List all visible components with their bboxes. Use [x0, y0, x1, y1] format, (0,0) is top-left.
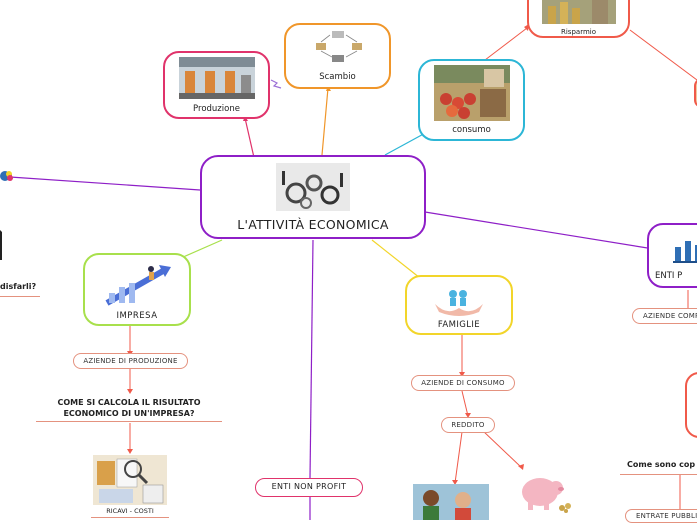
- central-title: L'ATTIVITÀ ECONOMICA: [237, 217, 389, 232]
- ricavi-costi-label: RICAVI - COSTI: [106, 507, 154, 515]
- risparmio-label: Risparmio: [561, 28, 596, 36]
- enti-non-profit-label: ENTI NON PROFIT: [271, 482, 347, 491]
- node-famiglie[interactable]: FAMIGLIE: [405, 275, 513, 335]
- soddisfarli-underline: [0, 296, 40, 297]
- node-scambio[interactable]: Scambio: [284, 23, 391, 89]
- produzione-label: Produzione: [193, 104, 240, 114]
- scambio-label: Scambio: [319, 72, 356, 82]
- people-image: [413, 484, 489, 520]
- come-sono-cop-underline: [620, 474, 697, 475]
- node-produzione[interactable]: Produzione: [163, 51, 270, 119]
- soddisfarli-label[interactable]: disfarli?: [0, 282, 37, 291]
- node-impresa[interactable]: IMPRESA: [83, 253, 191, 326]
- factory-image: [179, 57, 255, 99]
- node-risparmio[interactable]: Risparmio: [527, 0, 630, 38]
- entrate-pubbli-pill[interactable]: ENTRATE PUBBLI: [625, 509, 697, 523]
- come-si-calcola-label[interactable]: COME SI CALCOLA IL RISULTATO ECONOMICO D…: [36, 397, 222, 422]
- growth-image: [103, 259, 173, 307]
- left-edge-icon: [0, 168, 14, 184]
- piggy-bank-image: [512, 470, 572, 514]
- consumo-label: consumo: [452, 125, 491, 135]
- impresa-label: IMPRESA: [116, 311, 158, 321]
- ricavi-costi-underline: [91, 517, 169, 518]
- node-consumo[interactable]: consumo: [418, 59, 525, 141]
- aziende-consumo-pill[interactable]: AZIENDE DI CONSUMO: [411, 375, 515, 391]
- calculator-magnifier-image: [93, 455, 167, 505]
- hands-family-image: [429, 280, 489, 316]
- left-edge-arrow: [0, 230, 10, 260]
- node-enti-non-profit[interactable]: ENTI NON PROFIT: [255, 478, 363, 497]
- market-image: [434, 65, 510, 121]
- aziende-produzione-pill[interactable]: AZIENDE DI PRODUZIONE: [73, 353, 188, 369]
- pen-icon: [270, 79, 282, 89]
- ricavi-costi-node[interactable]: RICAVI - COSTI: [91, 455, 169, 520]
- coins-image: [542, 0, 616, 24]
- node-enti-pubblici[interactable]: ENTI P: [647, 223, 697, 288]
- central-topic[interactable]: L'ATTIVITÀ ECONOMICA: [200, 155, 426, 239]
- aziende-comp-pill[interactable]: AZIENDE COMP: [632, 308, 697, 324]
- famiglie-label: FAMIGLIE: [437, 320, 481, 330]
- gears-image: [276, 163, 350, 211]
- enti-pubblici-label: ENTI P: [655, 271, 683, 281]
- exchange-diagram-image: [312, 29, 366, 65]
- government-building-image: [673, 237, 697, 263]
- reddito-pill[interactable]: REDDITO: [441, 417, 495, 433]
- node-right-mid-partial[interactable]: [685, 372, 697, 438]
- come-sono-cop-label[interactable]: Come sono cop: [627, 460, 696, 469]
